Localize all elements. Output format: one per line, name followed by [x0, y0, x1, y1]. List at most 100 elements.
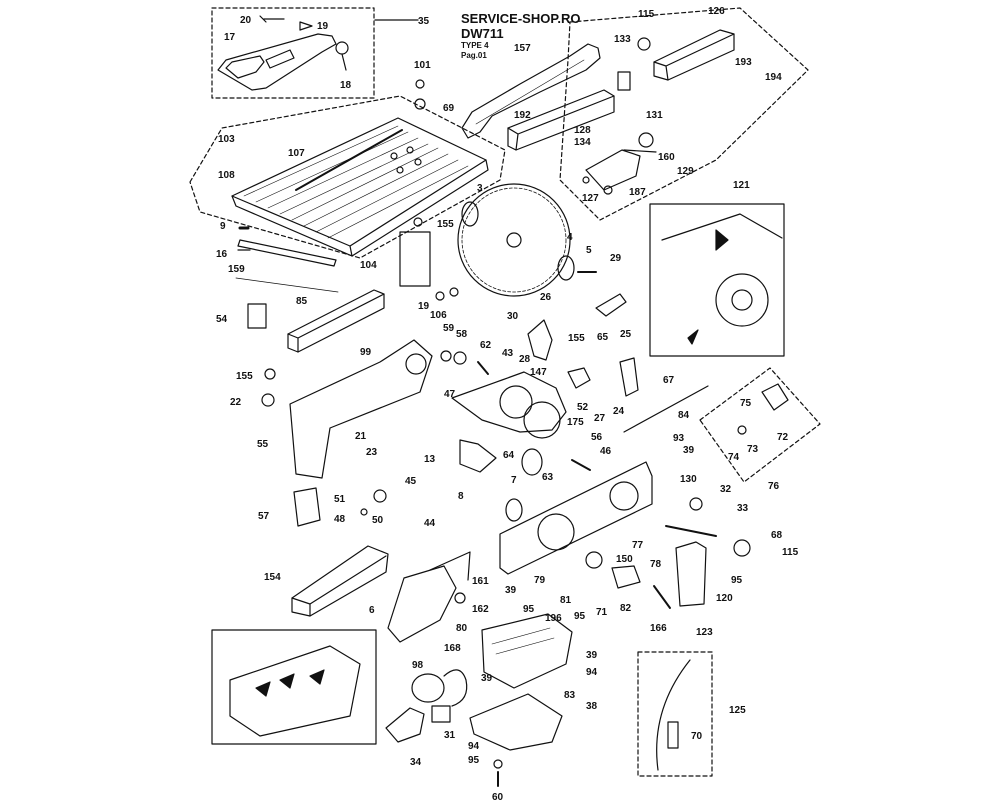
part-82-clamp [611, 565, 641, 589]
part-44-spring [429, 551, 471, 581]
label-22: 22 [230, 397, 242, 408]
label-43: 43 [502, 348, 514, 359]
label-131: 131 [646, 110, 663, 121]
label-104: 104 [360, 260, 377, 271]
part-20-screw [259, 15, 285, 23]
part-133-clip [617, 71, 631, 91]
part-19-screw [435, 291, 445, 301]
label-70: 70 [691, 731, 703, 742]
part-155-nut [264, 368, 276, 380]
table-hole-1 [390, 152, 398, 160]
part-32-washer [689, 497, 703, 511]
scale-ticks [235, 277, 339, 293]
part-48-screw [360, 508, 368, 516]
label-161: 161 [472, 576, 489, 587]
label-120: 120 [716, 593, 733, 604]
table-ribs [243, 125, 469, 239]
part-31-connector [431, 705, 451, 723]
label-101: 101 [414, 60, 431, 71]
blade-arbor [506, 232, 522, 248]
label-30: 30 [507, 311, 519, 322]
label-115b: 115 [782, 547, 799, 558]
part-43-bore [499, 385, 533, 419]
part-17-slot-2 [265, 49, 295, 69]
part-95-washer [493, 759, 503, 769]
part-50-nut [373, 489, 387, 503]
label-93: 93 [673, 433, 685, 444]
part-3-flange [461, 201, 479, 227]
part-130-hub-2 [609, 481, 639, 511]
label-155b: 155 [568, 333, 585, 344]
part-70-sleeve [667, 721, 679, 749]
label-39b: 39 [586, 650, 598, 661]
label-166: 166 [650, 623, 667, 634]
label-123: 123 [696, 627, 713, 638]
part-18-stem [341, 53, 347, 71]
part-85-fence [287, 289, 385, 353]
label-8: 8 [458, 491, 464, 502]
part-68-bolt [665, 525, 717, 537]
model-number: DW711 [461, 26, 504, 41]
label-59: 59 [443, 323, 455, 334]
part-168-cable [443, 669, 468, 707]
label-155a: 155 [437, 219, 454, 230]
arrow-lower-1 [255, 681, 271, 697]
part-64-bearing [521, 448, 543, 476]
label-64: 64 [503, 450, 515, 461]
label-4: 4 [567, 232, 573, 243]
label-196: 196 [545, 613, 562, 624]
part-4-flange [557, 255, 575, 281]
part-104-block [399, 231, 431, 287]
part-55-frame [289, 339, 433, 479]
arrow-upper-1 [715, 229, 729, 251]
label-84: 84 [678, 410, 690, 421]
label-95d: 95 [468, 755, 480, 766]
part-154-guard [291, 545, 389, 617]
label-63: 63 [542, 472, 554, 483]
label-125: 125 [729, 705, 746, 716]
inset-upper-hub [731, 289, 753, 311]
label-25: 25 [620, 329, 632, 340]
label-57: 57 [258, 511, 270, 522]
label-168: 168 [444, 643, 461, 654]
part-166-screw [653, 585, 671, 609]
label-52: 52 [577, 402, 589, 413]
part-34-switch [385, 707, 425, 743]
part-17-slot [225, 55, 265, 79]
part-192-beam [507, 89, 615, 151]
label-76: 76 [768, 481, 780, 492]
label-58: 58 [456, 329, 468, 340]
label-72: 72 [777, 432, 789, 443]
label-73: 73 [747, 444, 759, 455]
part-table-edge [231, 195, 353, 257]
label-60: 60 [492, 792, 504, 800]
label-77: 77 [632, 540, 644, 551]
label-39a: 39 [505, 585, 517, 596]
part-57-bracket [293, 487, 321, 527]
label-134: 134 [574, 137, 591, 148]
label-157: 157 [514, 43, 531, 54]
label-55: 55 [257, 439, 269, 450]
part-127-washer [582, 176, 590, 184]
label-155c: 155 [236, 371, 253, 382]
label-107: 107 [288, 148, 305, 159]
label-23: 23 [366, 447, 378, 458]
part-192-edges [507, 95, 615, 151]
inset-detail-upper [649, 203, 785, 357]
label-44: 44 [424, 518, 436, 529]
part-54-label [247, 303, 267, 329]
label-126: 126 [708, 6, 725, 17]
part-58-washer [453, 351, 467, 365]
label-95c: 95 [731, 575, 743, 586]
label-13: 13 [424, 454, 436, 465]
part-43-housing [451, 371, 567, 433]
label-121: 121 [733, 180, 750, 191]
label-31: 31 [444, 730, 456, 741]
label-19b: 19 [418, 301, 430, 312]
arrow-lower-2 [279, 673, 295, 689]
label-75: 75 [740, 398, 752, 409]
part-125-cable [656, 659, 691, 771]
part-101-screw [415, 79, 425, 89]
label-24: 24 [613, 406, 625, 417]
